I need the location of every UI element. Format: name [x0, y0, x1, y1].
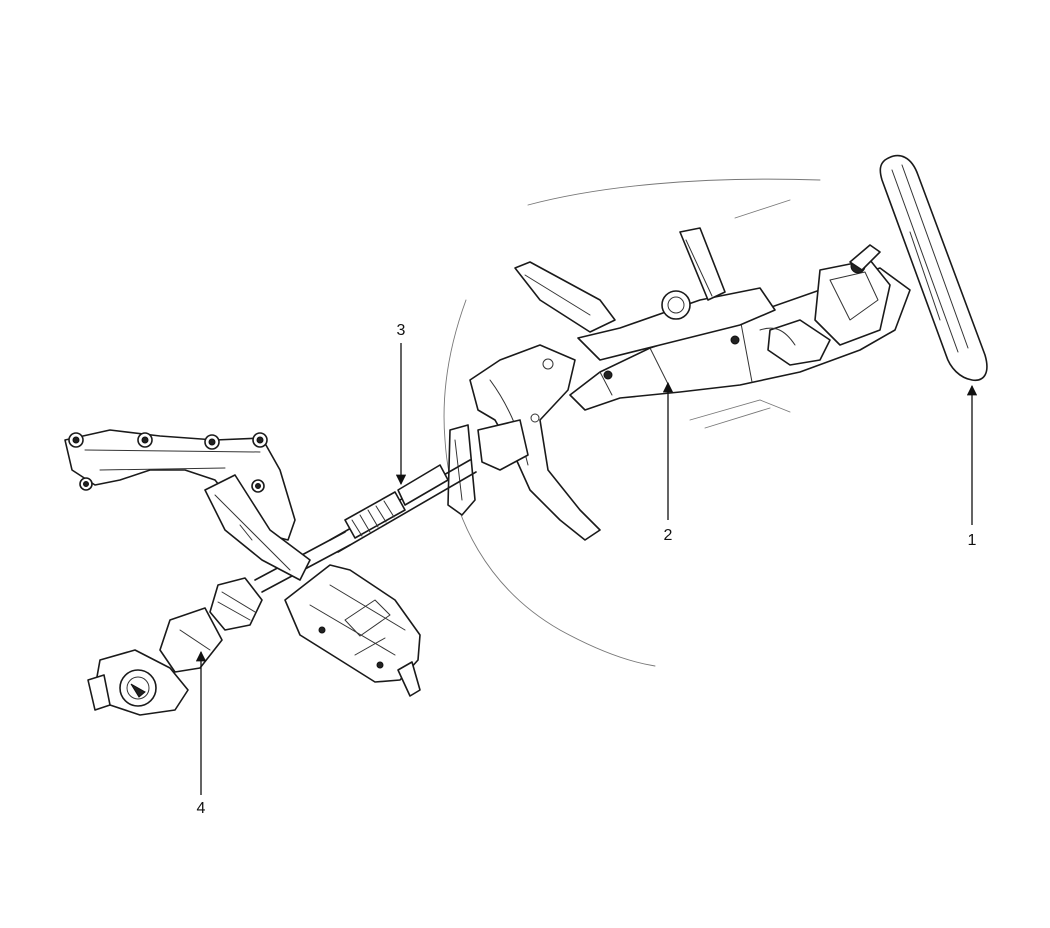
callout-3-label: 3	[397, 322, 406, 339]
column-bracket	[447, 344, 601, 541]
lower-universal-joint	[87, 577, 263, 716]
steering-gearbox	[284, 564, 421, 697]
steering-wheel	[879, 154, 988, 381]
dashboard-outline	[443, 178, 821, 667]
callout-labels: 1 2 3 4	[197, 322, 977, 817]
callout-leaders	[195, 343, 978, 795]
callout-2-label: 2	[664, 527, 673, 544]
exhaust-manifold	[64, 429, 311, 581]
callout-1-label: 1	[968, 532, 977, 549]
callout-4-label: 4	[197, 800, 206, 817]
steering-column-upper	[514, 227, 911, 411]
